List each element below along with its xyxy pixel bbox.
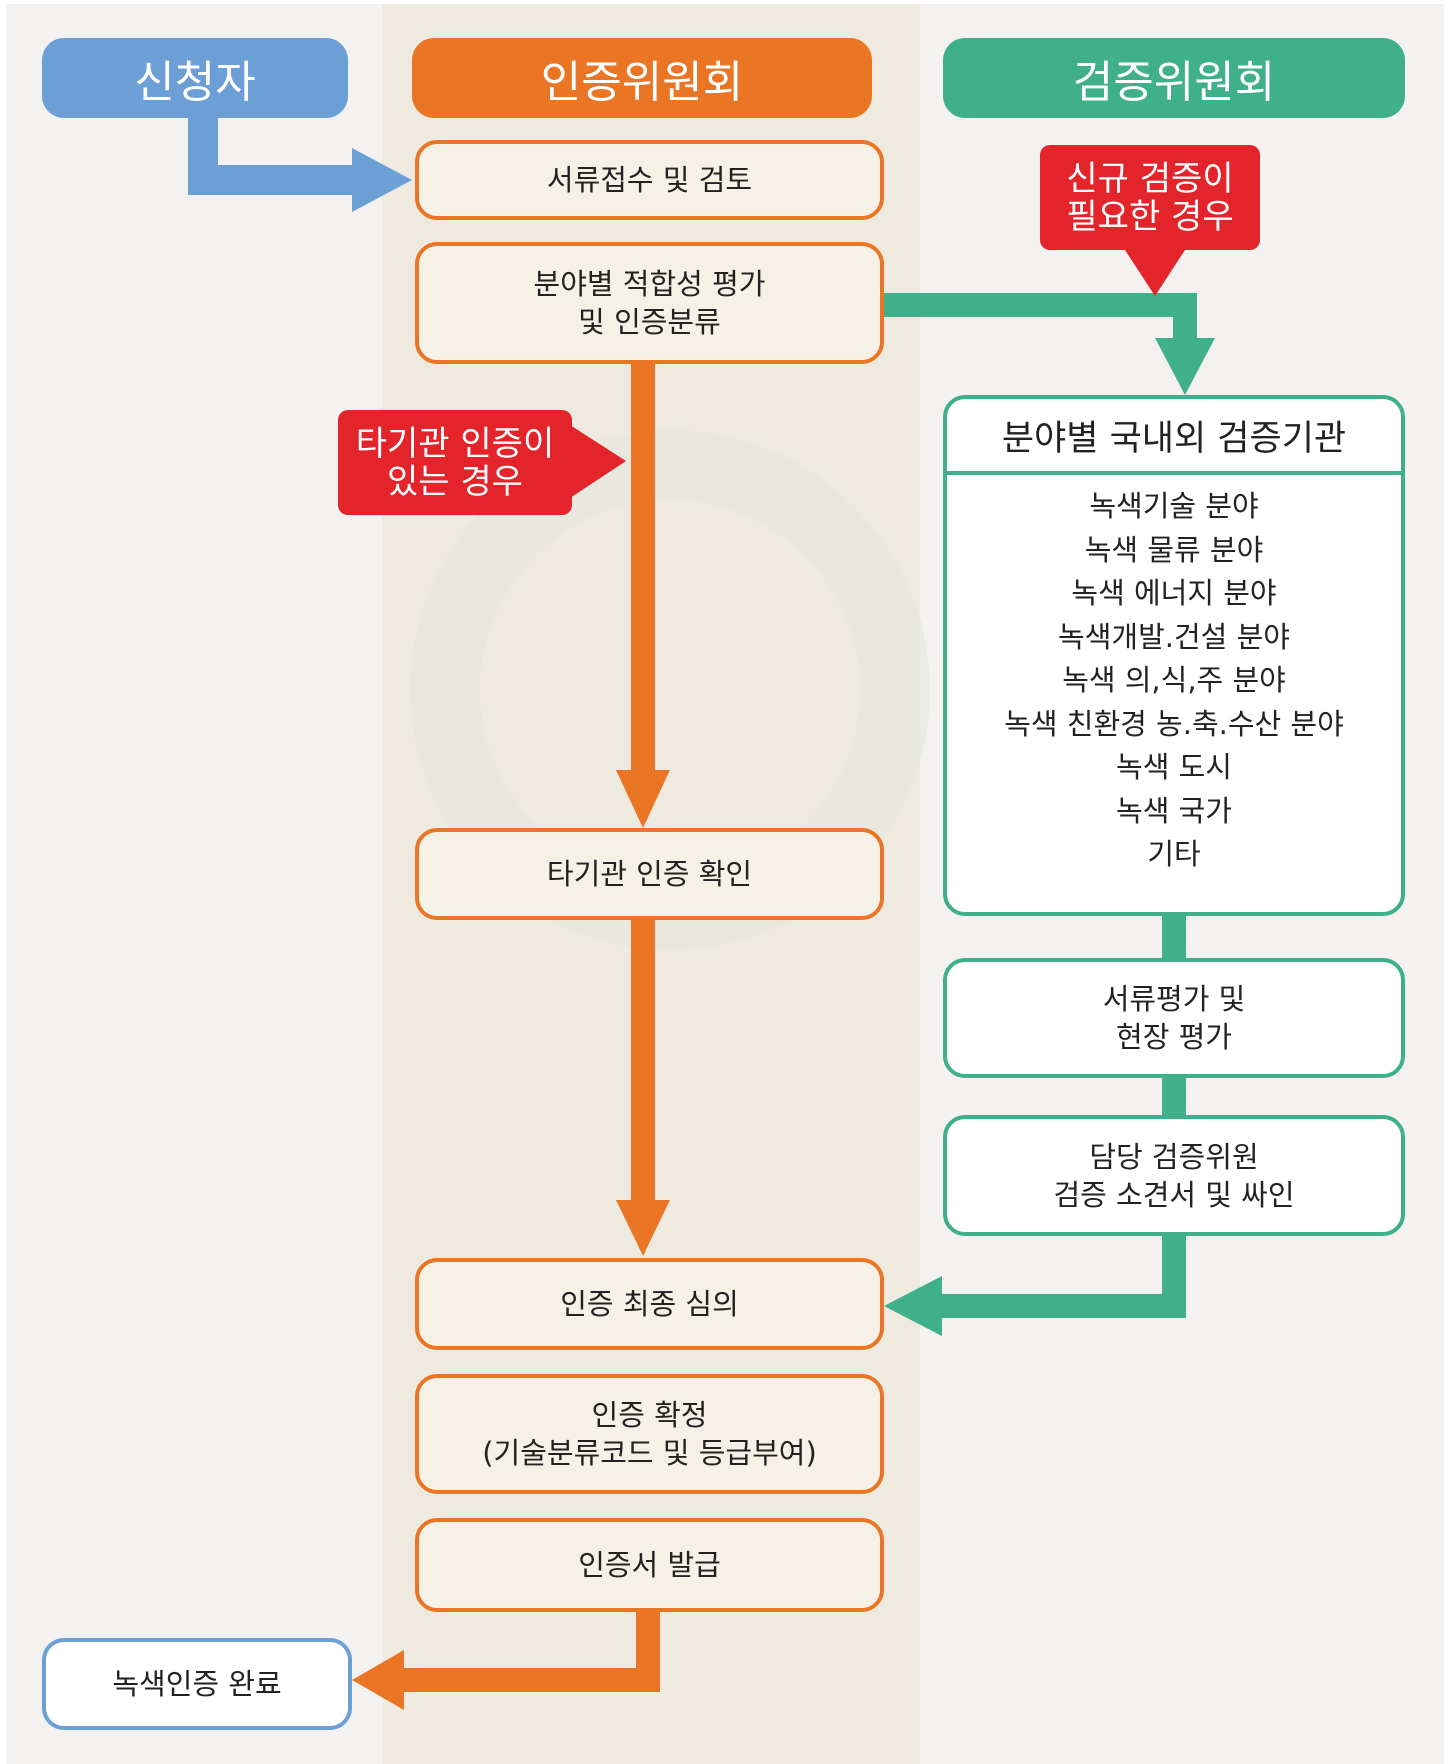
other-org-check-step: 타기관 인증 확인	[415, 828, 884, 920]
field-item: 녹색 의,식,주 분야	[1062, 663, 1286, 697]
new-verification-callout: 신규 검증이 필요한 경우	[1040, 145, 1260, 250]
field-item: 녹색개발.건설 분야	[1058, 619, 1290, 654]
suitability-evaluation-step: 분야별 적합성 평가 및 인증분류	[415, 242, 884, 364]
arrowhead-applicant	[352, 148, 412, 212]
field-item: 녹색 에너지 분야	[1071, 576, 1277, 610]
arrow-sign-to-final	[942, 1236, 1186, 1318]
final-review-step: 인증 최종 심의	[415, 1258, 884, 1350]
other-org-pointer	[570, 425, 626, 498]
verification-committee-header: 검증위원회	[943, 38, 1405, 118]
verification-institution-box: 분야별 국내외 검증기관 녹색기술 분야 녹색 물류 분야 녹색 에너지 분야 …	[943, 395, 1405, 916]
field-item: 녹색 국가	[1116, 793, 1232, 828]
field-item: 녹색기술 분야	[1089, 489, 1259, 523]
arrowhead-to-result	[352, 1650, 404, 1710]
arrowhead-to-final	[616, 1200, 670, 1256]
certificate-issue-step: 인증서 발급	[415, 1518, 884, 1612]
arrowhead-to-final-green	[884, 1276, 942, 1336]
arrow-issue-to-result	[404, 1612, 660, 1692]
certification-committee-header: 인증위원회	[412, 38, 872, 118]
institution-title: 분야별 국내외 검증기관	[947, 399, 1401, 475]
new-verification-pointer	[1125, 250, 1185, 296]
document-receipt-step: 서류접수 및 검토	[415, 140, 884, 220]
arrowhead-to-check	[616, 770, 670, 828]
confirmation-step: 인증 확정 (기술분류코드 및 등급부여)	[415, 1374, 884, 1494]
verifier-opinion-sign-step: 담당 검증위원 검증 소견서 및 싸인	[943, 1115, 1405, 1236]
field-item: 기타	[1147, 837, 1201, 871]
institution-field-list: 녹색기술 분야 녹색 물류 분야 녹색 에너지 분야 녹색개발.건설 분야 녹색…	[947, 475, 1401, 877]
green-certification-complete: 녹색인증 완료	[42, 1638, 352, 1730]
applicant-header: 신청자	[42, 38, 348, 118]
document-site-evaluation-step: 서류평가 및 현장 평가	[943, 958, 1405, 1078]
field-item: 녹색 도시	[1116, 750, 1232, 784]
field-item: 녹색 친환경 농.축.수산 분야	[1004, 706, 1344, 741]
arrowhead-to-institution	[1155, 338, 1215, 395]
other-org-callout: 타기관 인증이 있는 경우	[338, 410, 572, 515]
arrow-applicant-to-receipt	[188, 118, 352, 195]
arrow-suitability-to-institution	[884, 293, 1197, 338]
field-item: 녹색 물류 분야	[1084, 532, 1264, 567]
